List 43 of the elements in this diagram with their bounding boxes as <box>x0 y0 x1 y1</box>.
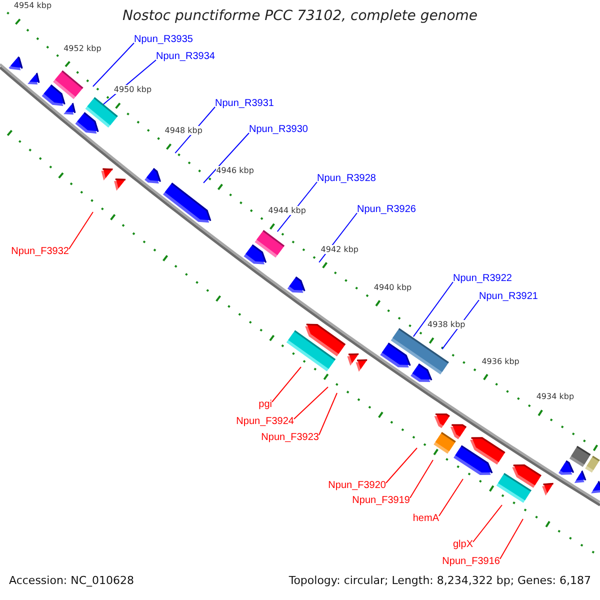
scale-label: 4942 kbp <box>320 244 358 254</box>
title: Nostoc punctiforme PCC 73102, complete genome <box>122 8 478 24</box>
gene-label: Npun_R3922 <box>453 273 512 284</box>
gene-label: Npun_R3930 <box>249 124 308 135</box>
leader-line <box>438 478 464 516</box>
leader-line <box>472 504 502 542</box>
leader-line <box>203 132 250 184</box>
leader-line <box>294 386 328 420</box>
leader-line <box>92 42 134 87</box>
scale-label: 4934 kbp <box>536 392 574 402</box>
gene-label: Npun_F3923 <box>261 432 319 443</box>
scale-label: 4938 kbp <box>428 320 466 330</box>
gene-label: Npun_R3935 <box>134 34 193 45</box>
footer-text: Topology: circular; Length: 8,234,322 bp; Genes: 6,187 <box>288 574 591 587</box>
scale-label: 4946 kbp <box>216 166 254 176</box>
gene-label: Npun_F3919 <box>352 495 410 506</box>
scale-label: 4936 kbp <box>482 356 520 366</box>
leader-line <box>68 212 94 250</box>
gene-label: Npun_R3931 <box>215 98 274 109</box>
leader-line <box>412 282 454 338</box>
gene-label: Npun_R3926 <box>357 204 416 215</box>
gene-label: Npun_R3934 <box>156 51 215 62</box>
leader-line <box>386 448 418 484</box>
gene-label: Npun_F3916 <box>442 556 500 567</box>
leader-line <box>410 460 434 498</box>
gene-label: Npun_R3928 <box>317 173 376 184</box>
gene-label: Npun_F3924 <box>236 416 294 427</box>
leader-line <box>500 518 524 560</box>
leader-line <box>272 366 302 402</box>
gene-label: hemA <box>412 513 439 524</box>
gene-label: glpX <box>452 539 473 550</box>
gene-label: pgi <box>258 399 272 410</box>
footer-text: Accession: NC_010628 <box>9 574 134 587</box>
gene-label: Npun_F3932 <box>11 246 69 257</box>
leader-line <box>318 392 338 436</box>
scale-label: 4952 kbp <box>64 44 102 53</box>
scale-label: 4950 kbp <box>114 85 152 94</box>
scale-label: 4944 kbp <box>268 206 306 215</box>
scale-label: 4948 kbp <box>164 126 202 136</box>
scale-label: 4940 kbp <box>374 282 412 292</box>
gene-label: Npun_F3920 <box>328 480 386 491</box>
gene-label: Npun_R3921 <box>479 291 538 302</box>
scale-label: 4954 kbp <box>14 1 52 10</box>
